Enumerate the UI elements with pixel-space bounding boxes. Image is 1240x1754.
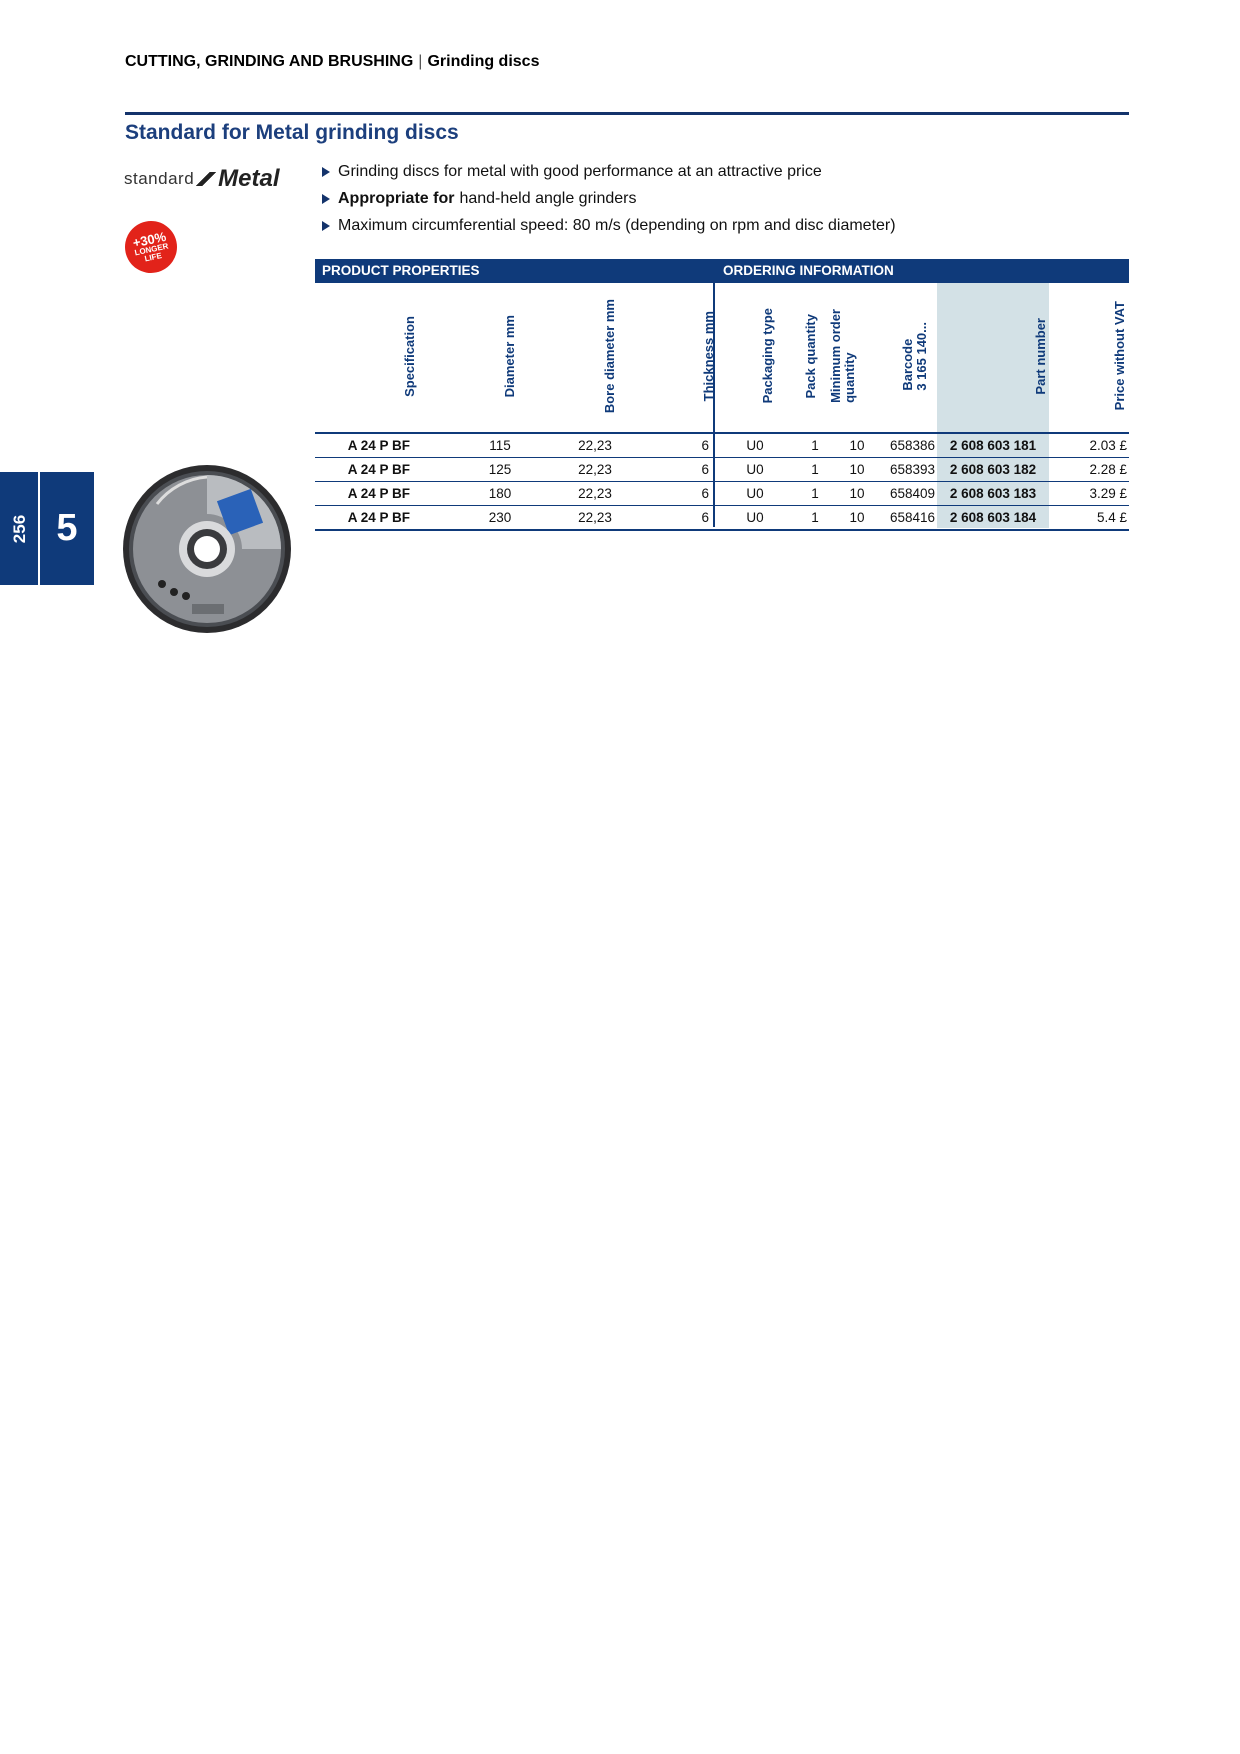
- cell-minimum-order: 10: [849, 438, 865, 453]
- breadcrumb-subsection: Grinding discs: [427, 53, 540, 70]
- cell-specification: A 24 P BF: [347, 486, 410, 501]
- header-bore-diameter: Bore diameter mm: [602, 298, 617, 414]
- cell-barcode: 658386: [889, 438, 935, 453]
- cell-diameter: 115: [489, 438, 511, 453]
- feature-text: Grinding discs for metal with good perfo…: [338, 163, 822, 180]
- cell-specification: A 24 P BF: [347, 438, 410, 453]
- standard-for-metal-logo: standard Metal: [124, 164, 280, 194]
- cell-diameter: 180: [488, 486, 512, 501]
- cell-packaging-type: U0: [746, 462, 764, 477]
- section-ordering-information: ORDERING INFORMATION: [723, 263, 894, 278]
- header-minimum-order-quantity: Minimum order quantity: [828, 309, 857, 403]
- logo-slash-icon: [196, 172, 217, 186]
- bullet-triangle-icon: [322, 193, 330, 204]
- cell-price: 2.03 £: [1089, 438, 1127, 453]
- breadcrumb-section: CUTTING, GRINDING AND BRUSHING: [125, 53, 414, 70]
- header-part-number: Part number: [1033, 317, 1048, 395]
- feature-text: Maximum circumferential speed: 80 m/s (d…: [338, 217, 896, 234]
- page-title: Standard for Metal grinding discs: [125, 121, 459, 144]
- feature-list: Grinding discs for metal with good perfo…: [322, 158, 896, 239]
- cell-price: 2.28 £: [1089, 462, 1127, 477]
- header-specification: Specification: [402, 315, 417, 397]
- feature-bold-text: Appropriate for: [338, 190, 455, 207]
- cell-part-number: 2 608 603 183: [949, 486, 1037, 501]
- header-diameter: Diameter mm: [502, 314, 517, 398]
- breadcrumb-separator: |: [418, 53, 423, 70]
- bullet-triangle-icon: [322, 220, 330, 231]
- cell-diameter: 230: [488, 510, 512, 525]
- cell-pack-quantity: 1: [811, 438, 819, 453]
- header-thickness: Thickness mm: [701, 310, 716, 402]
- table-row: A 24 P BF 125 22,23 6 U0 1 10 658393 2 6…: [315, 458, 1129, 482]
- cell-bore-diameter: 22,23: [578, 438, 612, 453]
- title-rule: [125, 112, 1129, 115]
- cell-thickness: 6: [701, 486, 709, 501]
- tab-divider: [38, 472, 40, 585]
- cell-barcode: 658416: [889, 510, 935, 525]
- page-number: 256: [10, 514, 29, 544]
- cell-packaging-type: U0: [746, 510, 764, 525]
- cell-price: 3.29 £: [1089, 486, 1127, 501]
- cell-part-number: 2 608 603 184: [949, 510, 1037, 525]
- table-row: A 24 P BF 115 22,23 6 U0 1 10 658386 2 6…: [315, 434, 1129, 458]
- cell-packaging-type: U0: [746, 486, 764, 501]
- cell-part-number: 2 608 603 182: [949, 462, 1037, 477]
- cell-thickness: 6: [701, 510, 709, 525]
- table-section-bar: PRODUCT PROPERTIES ORDERING INFORMATION: [315, 259, 1129, 283]
- cell-price: 5.4 £: [1096, 510, 1127, 525]
- cell-barcode: 658393: [889, 462, 935, 477]
- section-product-properties: PRODUCT PROPERTIES: [322, 263, 480, 278]
- cell-pack-quantity: 1: [811, 510, 819, 525]
- header-pack-quantity: Pack quantity: [803, 313, 818, 399]
- cell-part-number: 2 608 603 181: [949, 438, 1037, 453]
- cell-minimum-order: 10: [849, 486, 865, 501]
- cell-pack-quantity: 1: [811, 462, 819, 477]
- column-headers: Specification Diameter mm Bore diameter …: [315, 283, 1129, 433]
- feature-item: Maximum circumferential speed: 80 m/s (d…: [322, 212, 896, 239]
- cell-barcode: 658409: [889, 486, 935, 501]
- table-row: A 24 P BF 180 22,23 6 U0 1 10 658409 2 6…: [315, 482, 1129, 506]
- grinding-disc-photo: [123, 465, 291, 633]
- cell-bore-diameter: 22,23: [578, 462, 612, 477]
- header-rule: [315, 432, 1129, 434]
- part-number-highlight: [937, 283, 1049, 528]
- cell-specification: A 24 P BF: [347, 462, 410, 477]
- table-body: A 24 P BF 115 22,23 6 U0 1 10 658386 2 6…: [315, 434, 1129, 531]
- cell-thickness: 6: [701, 438, 709, 453]
- logo-bold-text: Metal: [218, 165, 280, 192]
- breadcrumb: CUTTING, GRINDING AND BRUSHING|Grinding …: [125, 53, 539, 71]
- cell-packaging-type: U0: [746, 438, 764, 453]
- cell-thickness: 6: [701, 462, 709, 477]
- cell-pack-quantity: 1: [811, 486, 819, 501]
- longer-life-badge: +30% LONGER LIFE: [120, 216, 182, 278]
- cell-specification: A 24 P BF: [347, 510, 410, 525]
- feature-text: hand-held angle grinders: [459, 190, 637, 207]
- badge-line2: LIFE: [143, 250, 163, 263]
- header-barcode: Barcode 3 165 140...: [900, 321, 929, 391]
- section-divider: [713, 259, 715, 527]
- cell-bore-diameter: 22,23: [578, 486, 612, 501]
- cell-diameter: 125: [488, 462, 512, 477]
- chapter-tab: 256 5: [0, 472, 94, 585]
- table-row: A 24 P BF 230 22,23 6 U0 1 10 658416 2 6…: [315, 506, 1129, 531]
- bullet-triangle-icon: [322, 166, 330, 177]
- logo-light-text: standard: [124, 169, 195, 188]
- cell-minimum-order: 10: [849, 510, 865, 525]
- cell-bore-diameter: 22,23: [578, 510, 612, 525]
- chapter-number: 5: [56, 507, 78, 549]
- header-packaging-type: Packaging type: [760, 308, 775, 404]
- cell-minimum-order: 10: [849, 462, 865, 477]
- feature-item: Grinding discs for metal with good perfo…: [322, 158, 896, 185]
- header-price: Price without VAT: [1112, 301, 1127, 411]
